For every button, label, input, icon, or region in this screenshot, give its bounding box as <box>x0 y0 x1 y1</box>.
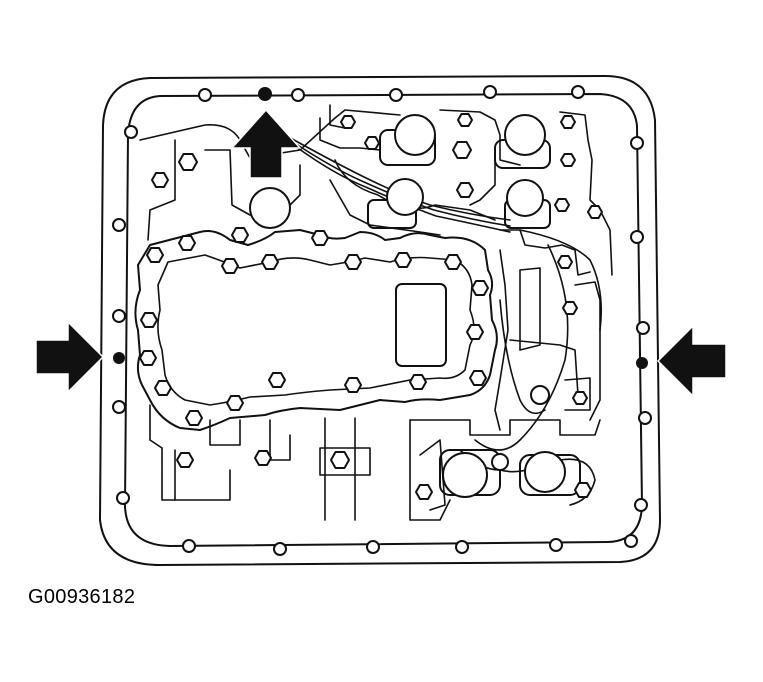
solenoid-mid-right <box>504 179 551 229</box>
locating-dot-left <box>113 352 125 364</box>
bolt <box>557 255 573 269</box>
pan-gasket-inner <box>124 93 643 547</box>
valve-body-lower <box>149 249 601 521</box>
solenoid-valves <box>249 114 581 498</box>
arrow-left-icon <box>656 324 727 398</box>
arrow-right-icon <box>35 320 105 394</box>
figure-code: G00936182 <box>28 586 136 608</box>
pan-gasket-outer <box>99 75 661 566</box>
arrow-up-icon <box>230 108 302 179</box>
bolt <box>574 482 592 498</box>
bolt <box>364 136 380 150</box>
solenoid-upper-left <box>249 187 291 229</box>
bolt <box>560 115 576 129</box>
bolt <box>457 113 473 127</box>
strainer-screen <box>395 283 447 367</box>
strainer-inner-outline <box>157 254 475 406</box>
bolt <box>254 450 272 466</box>
solenoid-mid-center <box>367 178 424 229</box>
bolt <box>340 115 356 129</box>
valve-body-bolts <box>151 113 603 500</box>
solenoid-lower-center <box>439 449 501 498</box>
bolt <box>560 153 576 167</box>
bolt <box>456 182 474 198</box>
locating-dot-right <box>636 357 648 369</box>
bolt <box>231 227 249 243</box>
valve-body-upper <box>139 104 613 276</box>
bolt <box>178 153 198 171</box>
locating-dot-top <box>258 87 272 101</box>
bolt <box>562 301 578 315</box>
gasket-holes <box>112 85 652 556</box>
bolt <box>452 141 472 159</box>
bolt <box>151 172 169 188</box>
bolt <box>176 452 194 468</box>
bolt <box>330 451 350 469</box>
strainer-bolts <box>139 230 550 471</box>
bolt <box>572 391 588 405</box>
solenoid-lower-right <box>519 451 581 496</box>
solenoid-upper-center <box>379 114 436 166</box>
strainer-outline <box>134 229 498 431</box>
bolt <box>554 198 570 212</box>
solenoid-upper-right <box>494 114 551 169</box>
bolt <box>587 205 603 219</box>
bolt <box>415 484 433 500</box>
wire-harness <box>284 134 603 506</box>
